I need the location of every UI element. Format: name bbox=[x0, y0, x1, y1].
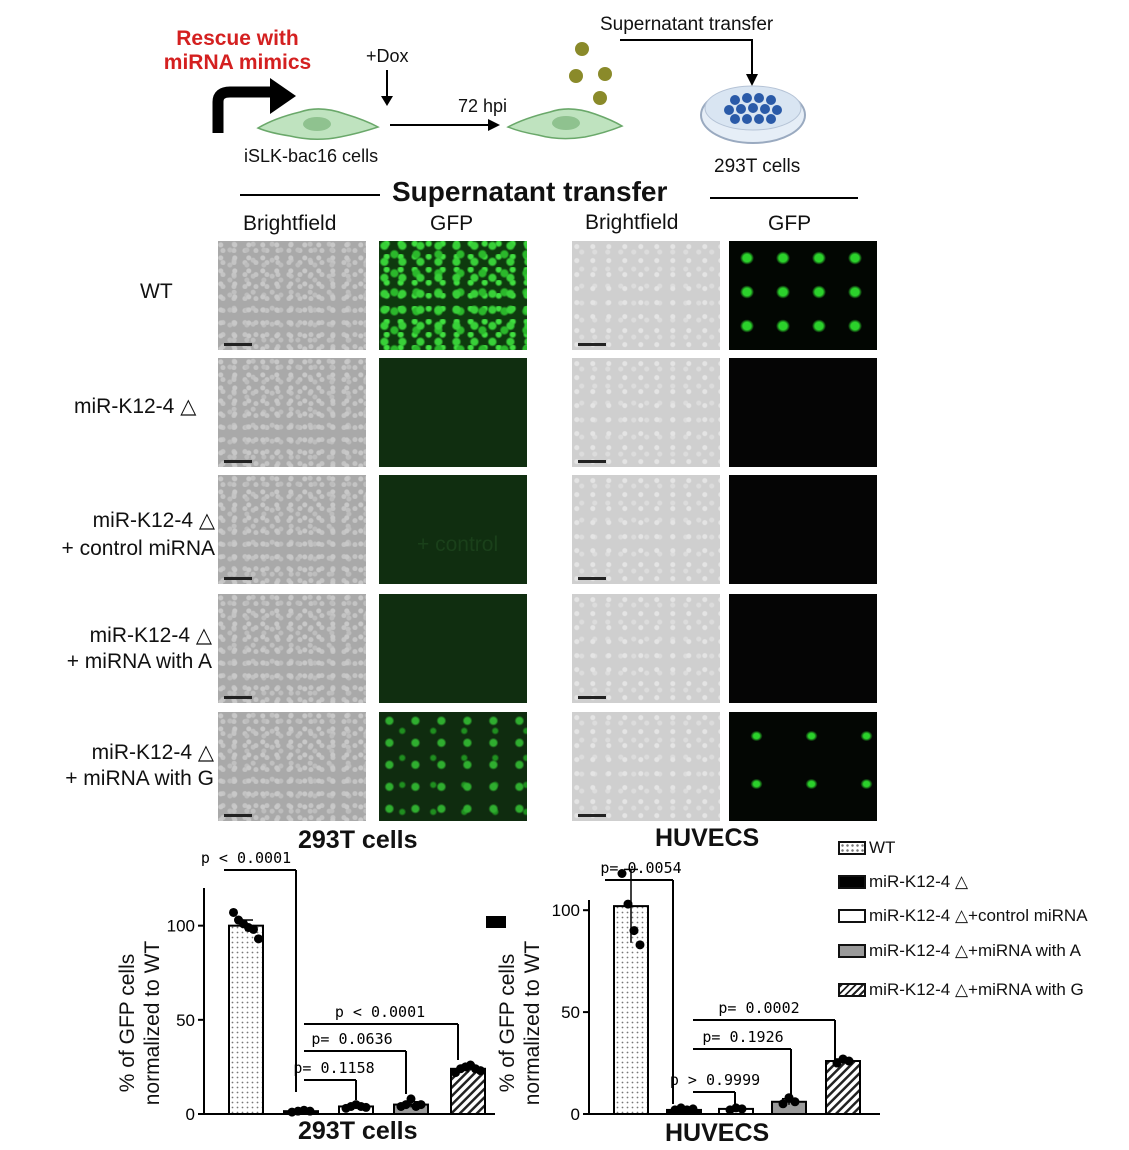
data-point bbox=[254, 934, 263, 944]
data-point bbox=[635, 940, 645, 950]
data-point bbox=[790, 1097, 800, 1107]
chart1-title: 293T cells bbox=[298, 1117, 418, 1145]
chart-293t: 0 50 100 p < 0.0001 p < 0.0001 p= 0.0636 p= 0.… bbox=[167, 849, 495, 1124]
t293-dish-label: 293T cells bbox=[714, 156, 801, 177]
chart2-ylabel: % of GFP cells normalized to WT bbox=[496, 940, 544, 1106]
legend-swatch-mirna-g bbox=[838, 983, 866, 997]
bar bbox=[825, 1060, 861, 1115]
p-value-label: p= 0.0054 bbox=[600, 859, 681, 877]
data-point bbox=[229, 907, 238, 917]
image-293t-gfp-control: + control bbox=[379, 475, 527, 584]
image-huvec-gfp-wt bbox=[729, 241, 877, 350]
data-point bbox=[361, 1102, 371, 1112]
data-point bbox=[305, 1106, 315, 1116]
image-huvec-gfp-mirna-g bbox=[729, 712, 877, 821]
legend-mirna-g: miR-K12-4 △+miRNA with G bbox=[838, 980, 1084, 1000]
p-value-label: p= 0.1158 bbox=[293, 1059, 374, 1077]
legend-swatch-control bbox=[838, 909, 866, 923]
col-header-brightfield-1: Brightfield bbox=[243, 212, 337, 235]
image-293t-gfp-mirna-g bbox=[379, 712, 527, 821]
image-huvec-bf-wt bbox=[572, 241, 720, 350]
image-huvec-gfp-control bbox=[729, 475, 877, 584]
image-huvec-gfp-mirna-a bbox=[729, 594, 877, 703]
data-point bbox=[778, 1099, 788, 1109]
row-label-wt: WT bbox=[140, 280, 173, 303]
transfer-arrow bbox=[620, 39, 753, 76]
supernatant-transfer-small-label: Supernatant transfer bbox=[600, 14, 774, 35]
bar bbox=[228, 924, 264, 1115]
y-tick-label: 100 bbox=[167, 917, 195, 936]
p-value-label: p= 0.0636 bbox=[311, 1030, 392, 1048]
virion-icons bbox=[569, 42, 612, 105]
grid-footer-huvecs: HUVECS bbox=[655, 824, 760, 852]
data-point bbox=[249, 924, 258, 934]
header-rule-left bbox=[240, 194, 380, 196]
data-point bbox=[688, 1104, 698, 1114]
chart1-ylabel: % of GFP cells normalized to WT bbox=[116, 940, 164, 1106]
legend-swatch-mirna-a bbox=[838, 944, 866, 958]
y-tick-label: 0 bbox=[571, 1105, 580, 1124]
image-293t-gfp-mirna-a bbox=[379, 594, 527, 703]
row-label-control: miR-K12-4 △ + control miRNA bbox=[61, 509, 215, 560]
image-293t-bf-control bbox=[218, 475, 366, 584]
faint-control-overlay: + control bbox=[417, 533, 499, 556]
dish-cells bbox=[724, 93, 782, 124]
chart2-title: HUVECS bbox=[665, 1119, 770, 1147]
rescue-arrowhead bbox=[270, 78, 296, 114]
col-header-gfp-2: GFP bbox=[768, 212, 812, 235]
schematic-graphic bbox=[212, 39, 806, 144]
y-tick-label: 100 bbox=[552, 901, 580, 920]
row-label-mir-del: miR-K12-4 △ bbox=[74, 395, 197, 418]
image-huvec-bf-del bbox=[572, 358, 720, 467]
p-value-label: p= 0.1926 bbox=[702, 1028, 783, 1046]
grid-header: Supernatant transfer bbox=[392, 176, 668, 207]
data-point bbox=[623, 899, 633, 909]
image-293t-bf-mirna-a bbox=[218, 594, 366, 703]
y-tick-label: 50 bbox=[176, 1011, 195, 1030]
p-value-label: p= 0.0002 bbox=[718, 999, 799, 1017]
rescue-line1: Rescue with bbox=[176, 27, 299, 50]
y-tick-label: 50 bbox=[561, 1003, 580, 1022]
hpi-label: 72 hpi bbox=[458, 96, 508, 116]
legend-wt: WT bbox=[838, 838, 895, 858]
data-point bbox=[476, 1066, 485, 1076]
dox-label: +Dox bbox=[366, 46, 409, 66]
y-tick-label: 0 bbox=[186, 1105, 195, 1124]
image-huvec-gfp-del bbox=[729, 358, 877, 467]
legend-del: miR-K12-4 △ bbox=[838, 872, 968, 892]
image-293t-bf-del bbox=[218, 358, 366, 467]
image-huvec-bf-mirna-a bbox=[572, 594, 720, 703]
image-huvec-bf-mirna-g bbox=[572, 712, 720, 821]
image-huvec-bf-control bbox=[572, 475, 720, 584]
data-point bbox=[844, 1056, 854, 1066]
row-label-mirna-g: miR-K12-4 △ + miRNA with G bbox=[65, 741, 214, 790]
rescue-arrow bbox=[212, 86, 272, 133]
image-293t-gfp-del bbox=[379, 358, 527, 467]
header-rule-right bbox=[710, 197, 858, 199]
data-point bbox=[737, 1104, 747, 1114]
data-point bbox=[629, 926, 639, 936]
col-header-brightfield-2: Brightfield bbox=[585, 211, 679, 234]
rescue-line2: miRNA mimics bbox=[163, 51, 312, 74]
p-value-label: p < 0.0001 bbox=[335, 1003, 425, 1021]
legend-swatch-del bbox=[838, 875, 866, 889]
col-header-gfp-1: GFP bbox=[430, 212, 474, 235]
legend-mirna-a: miR-K12-4 △+miRNA with A bbox=[838, 941, 1081, 961]
image-293t-bf-wt bbox=[218, 241, 366, 350]
rescue-label: Rescue with miRNA mimics bbox=[150, 27, 325, 75]
legend-swatch-wt bbox=[838, 841, 866, 855]
chart-huvecs: 0 50 100 p= 0.0054 p= 0.0002 p= 0.1926 p > 0.9… bbox=[552, 859, 880, 1124]
p-value-label: p > 0.9999 bbox=[670, 1071, 760, 1089]
data-point bbox=[617, 869, 627, 879]
grid-footer-293t: 293T cells bbox=[298, 826, 418, 854]
p-value-label: p < 0.0001 bbox=[201, 849, 291, 867]
data-point bbox=[406, 1094, 416, 1104]
legend-control: miR-K12-4 △+control miRNA bbox=[838, 906, 1088, 926]
islk-label: iSLK-bac16 cells bbox=[244, 146, 379, 166]
chart2-black-marker bbox=[486, 916, 506, 928]
image-293t-bf-mirna-g bbox=[218, 712, 366, 821]
image-293t-gfp-wt bbox=[379, 241, 527, 350]
row-label-mirna-a: miR-K12-4 △ + miRNA with A bbox=[66, 624, 212, 673]
data-point bbox=[416, 1100, 426, 1110]
